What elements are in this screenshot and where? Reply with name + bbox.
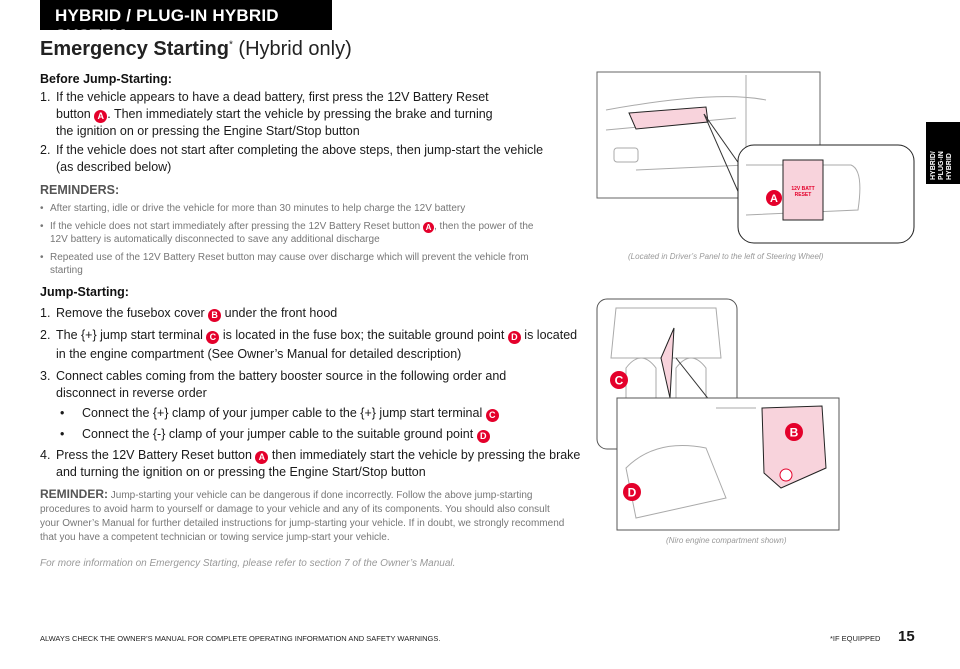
list-item: 3. Connect cables coming from the battery… bbox=[40, 368, 510, 401]
footer-if-equipped: *IF EQUIPPED bbox=[830, 634, 881, 643]
text: After starting, idle or drive the vehicl… bbox=[50, 203, 466, 214]
marker-b: B bbox=[208, 309, 222, 322]
item-number: 1. bbox=[40, 90, 51, 104]
item-text: If the vehicle does not start after comp… bbox=[56, 143, 544, 174]
side-tab: HYBRID/ PLUG-IN HYBRID bbox=[926, 122, 960, 184]
text: , then the power of the 12V battery is a… bbox=[50, 221, 534, 245]
text: Repeated use of the 12V Battery Reset bu… bbox=[50, 252, 529, 276]
bottom-figure-caption: (Niro engine compartment shown) bbox=[666, 536, 787, 545]
reminders-heading: REMINDERS: bbox=[40, 183, 120, 197]
marker-a: A bbox=[94, 109, 108, 123]
text: Connect the {+} clamp of your jumper cab… bbox=[82, 406, 486, 420]
text: If the vehicle does not start immediatel… bbox=[50, 220, 540, 246]
bullet: • bbox=[40, 252, 44, 263]
item-text: The {+} jump start terminal C is located… bbox=[56, 326, 585, 364]
button-label-1: 12V BATT bbox=[791, 186, 814, 192]
title-asterisk: * bbox=[228, 39, 233, 51]
marker-d bbox=[623, 483, 641, 501]
before-heading: Before Jump-Starting: bbox=[40, 72, 172, 86]
battery-reset-figure: A 12V BATT RESET bbox=[596, 71, 915, 244]
jump-section: Jump-Starting: 1. Remove the fusebox cove… bbox=[40, 285, 585, 569]
reminder-paragraph: REMINDER: Jump-starting your vehicle can… bbox=[40, 487, 570, 546]
text: Connect the {+} clamp of your jumper cab… bbox=[82, 405, 499, 422]
marker-d: D bbox=[507, 331, 521, 344]
item-text: If the vehicle appears to have a dead ba… bbox=[56, 89, 500, 139]
item-text: Press the 12V Battery Reset button A the… bbox=[56, 447, 585, 481]
sub-bullet: • Connect the {+} clamp of your jumper ca… bbox=[60, 405, 585, 422]
marker-c bbox=[610, 371, 628, 389]
text: then immediately start the vehicle by pr… bbox=[56, 448, 581, 479]
list-item: 2. If the vehicle does not start after co… bbox=[40, 142, 545, 175]
jump-terminal-highlight bbox=[660, 327, 675, 399]
reminder-label: REMINDER: bbox=[40, 486, 108, 501]
sub-bullet: • Connect the {-} clamp of your jumper ca… bbox=[60, 426, 585, 443]
page-number: 15 bbox=[898, 628, 915, 645]
text: If the vehicle appears to have a dead ba… bbox=[56, 90, 489, 121]
text: is located in the fuse box; the suitable… bbox=[219, 328, 508, 342]
text: Press the 12V Battery Reset button bbox=[56, 448, 256, 462]
list-item: 2. The {+} jump start terminal C is locat… bbox=[40, 326, 585, 364]
text: If the vehicle does not start immediatel… bbox=[50, 221, 423, 232]
marker-a bbox=[766, 190, 782, 206]
marker-a: A bbox=[422, 222, 434, 233]
marker-a-label: A bbox=[770, 193, 778, 205]
item-number: 2. bbox=[40, 328, 51, 342]
title-sub: (Hybrid only) bbox=[232, 38, 352, 60]
item-number: 3. bbox=[40, 369, 51, 383]
footer-warning: ALWAYS CHECK THE OWNER’S MANUAL FOR COMP… bbox=[40, 634, 441, 643]
list-item: 1. Remove the fusebox cover B under the f… bbox=[40, 305, 585, 322]
reminder-bullet: • After starting, idle or drive the vehic… bbox=[40, 202, 540, 215]
list-item: 4. Press the 12V Battery Reset button A t… bbox=[40, 447, 585, 481]
item-text: Remove the fusebox cover B under the fro… bbox=[56, 305, 585, 322]
text: The {+} jump start terminal bbox=[56, 328, 207, 342]
marker-c-label: C bbox=[615, 374, 624, 388]
before-section: Before Jump-Starting: 1. If the vehicle a… bbox=[40, 72, 580, 277]
marker-d-label: D bbox=[628, 486, 637, 500]
fusebox-cover bbox=[761, 405, 827, 489]
marker-b-label: B bbox=[790, 426, 799, 440]
side-tab-label: HYBRID/ PLUG-IN HYBRID bbox=[930, 151, 953, 180]
page-title: Emergency Starting* (Hybrid only) bbox=[40, 38, 352, 61]
title-main: Emergency Starting bbox=[40, 38, 229, 60]
jump-heading: Jump-Starting: bbox=[40, 285, 129, 299]
item-number: 1. bbox=[40, 306, 51, 320]
bullet: • bbox=[60, 427, 65, 441]
reminder-bullet: • If the vehicle does not start immediate… bbox=[40, 220, 540, 246]
list-item: 1. If the vehicle appears to have a dead … bbox=[40, 89, 500, 139]
text: . Then immediately start the vehicle by … bbox=[56, 106, 493, 138]
marker-b bbox=[785, 423, 803, 441]
marker-d: D bbox=[476, 430, 490, 443]
marker-a: A bbox=[255, 451, 269, 464]
reminder-text: Jump-starting your vehicle can be danger… bbox=[40, 489, 565, 544]
reset-button bbox=[782, 159, 824, 221]
bullet: • bbox=[40, 221, 44, 232]
engine-compartment-figure: B C D bbox=[596, 298, 840, 531]
bullet: • bbox=[40, 203, 44, 214]
more-info-note: For more information on Emergency Starti… bbox=[40, 557, 456, 569]
text: under the front hood bbox=[221, 306, 338, 320]
text: Connect the {-} clamp of your jumper cab… bbox=[82, 427, 477, 441]
bullet: • bbox=[60, 406, 65, 420]
button-label-2: RESET bbox=[795, 192, 812, 198]
item-number: 2. bbox=[40, 143, 51, 157]
item-number: 4. bbox=[40, 448, 51, 462]
text: Remove the fusebox cover bbox=[56, 306, 209, 320]
top-figure-caption: (Located in Driver’s Panel to the left o… bbox=[628, 252, 824, 261]
reminder-bullet: • Repeated use of the 12V Battery Reset b… bbox=[40, 251, 540, 277]
text: is located in the engine compartment (Se… bbox=[56, 328, 578, 361]
marker-c: C bbox=[206, 331, 220, 344]
section-header: HYBRID / PLUG-IN HYBRID SYSTEM bbox=[40, 0, 332, 45]
item-text: Connect cables coming from the battery b… bbox=[56, 369, 507, 400]
marker-c: C bbox=[485, 409, 499, 422]
zoom-inset bbox=[737, 144, 915, 244]
text: Connect the {-} clamp of your jumper cab… bbox=[82, 426, 490, 443]
